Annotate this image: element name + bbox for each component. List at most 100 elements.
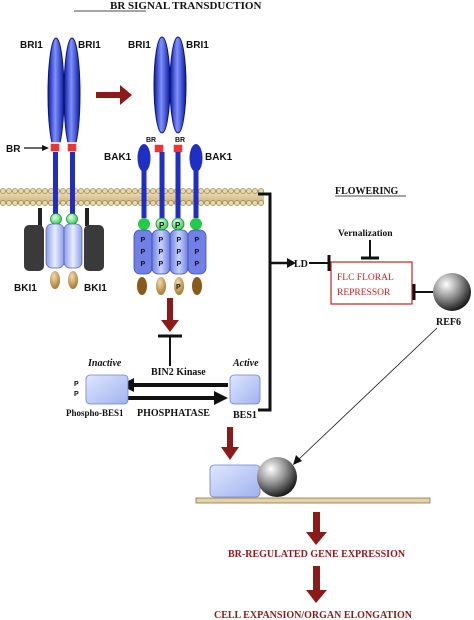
lipid-head (108, 188, 114, 194)
lipid-head (216, 200, 222, 206)
lipid-head (96, 188, 102, 194)
bri1-ectodomain (153, 36, 171, 134)
phospho-mark: P (177, 237, 182, 244)
lipid-head (198, 188, 204, 194)
lipid-head (222, 188, 228, 194)
kinase-arrow (128, 383, 228, 387)
active-receptor-complex: BRI1 BRI1 BR BR BAK1 BAK1 P P PPPPPPPPPP… (104, 36, 233, 295)
lipid-head (84, 188, 90, 194)
bak1-transmembrane (141, 170, 147, 218)
lipid-head (30, 188, 36, 194)
phospho-mark: P (159, 261, 164, 268)
br-label: BR (6, 144, 21, 155)
br-bound-label: BR (175, 137, 185, 144)
bes1-label: BES1 (233, 410, 257, 421)
lipid-head (84, 200, 90, 206)
phospho-mark: P (159, 237, 164, 244)
vernalization-label: Vernalization (338, 229, 393, 239)
bri1-ectodomain (169, 36, 187, 134)
bri1-transmembrane (159, 152, 165, 218)
phosphatase-arrow (120, 396, 220, 400)
bki1-protein (84, 225, 104, 271)
ref6-protein (433, 273, 471, 311)
br-bound-label: BR (146, 137, 156, 144)
br-arrowhead (42, 145, 49, 151)
bak1-kinase-domain (187, 229, 207, 275)
lipid-head (150, 188, 156, 194)
c-terminal-tail (156, 277, 166, 295)
lipid-head (12, 188, 18, 194)
bki1-label: BKI1 (14, 283, 37, 294)
lipid-head (120, 188, 126, 194)
phospho-mark: P (74, 391, 79, 398)
lipid-head (6, 200, 12, 206)
lipid-head (60, 200, 66, 206)
c-terminal-tail (192, 277, 202, 295)
phospho-mark: P (195, 261, 200, 268)
bki1-anchor (38, 208, 42, 226)
bri1-kinase-domain (63, 223, 83, 269)
phosphatase-label: PHOSPHATASE (137, 408, 210, 419)
lipid-head (96, 200, 102, 206)
lipid-head (102, 200, 108, 206)
lipid-head (114, 188, 120, 194)
c-terminal-tail (50, 271, 60, 289)
lipid-head (132, 188, 138, 194)
ref6-pathway-arrow (297, 327, 438, 461)
lipid-head (252, 188, 258, 194)
bak1-ectodomain (137, 144, 151, 172)
phospho-mark: P (159, 249, 164, 256)
dna-strand (195, 497, 431, 504)
output-arrow (313, 566, 320, 592)
flc-label-line1: FLC FLORAL (337, 273, 394, 283)
lipid-head (222, 200, 228, 206)
juxtamembrane-domain (66, 213, 78, 225)
lipid-head (186, 188, 192, 194)
bri1-label-right-a: BRI1 (128, 40, 151, 51)
lipid-head (0, 188, 6, 194)
lipid-head (78, 188, 84, 194)
lipid-head (36, 188, 42, 194)
lipid-head (24, 188, 30, 194)
lipid-head (18, 200, 24, 206)
ref6-label: REF6 (436, 317, 461, 328)
inactive-receptor-complex: BRI1 BRI1 BR BKI1 BKI1 (6, 37, 107, 294)
lipid-head (180, 200, 186, 206)
lipid-head (216, 188, 222, 194)
lipid-head (246, 188, 252, 194)
lipid-head (6, 188, 12, 194)
cell-expansion-label: CELL EXPANSION/ORGAN ELONGATION (214, 610, 413, 620)
activation-arrow (96, 85, 132, 105)
lipid-head (246, 200, 252, 206)
lipid-head (186, 200, 192, 206)
bri1-transmembrane (175, 152, 181, 218)
bak1-juxtamembrane (138, 218, 150, 230)
lipid-head (114, 200, 120, 206)
bki1-anchor (85, 208, 89, 226)
bak1-ectodomain (189, 144, 203, 172)
lipid-head (150, 200, 156, 206)
lipid-head (18, 188, 24, 194)
diagram-title: BR SIGNAL TRANSDUCTION (110, 0, 261, 12)
phospho-mark: P (159, 221, 165, 230)
lipid-head (240, 200, 246, 206)
lipid-head (108, 200, 114, 206)
flowering-title: FLOWERING (335, 186, 399, 197)
bki1-label: BKI1 (84, 283, 107, 294)
lipid-head (48, 188, 54, 194)
lipid-head (0, 200, 6, 206)
lipid-head (48, 200, 54, 206)
lipid-head (30, 200, 36, 206)
bak1-label-left: BAK1 (104, 152, 132, 163)
lipid-head (102, 188, 108, 194)
lipid-head (210, 200, 216, 206)
bri1-label-right-b: BRI1 (186, 40, 209, 51)
lipid-head (210, 188, 216, 194)
signal-bracket (258, 192, 296, 412)
bri1-label-left-a: BRI1 (20, 40, 43, 51)
lipid-head (252, 200, 258, 206)
transcription-complex (195, 457, 431, 504)
bes1-regulation: Inactive Active BIN2 Kinase PHOSPHATASE … (66, 298, 261, 460)
